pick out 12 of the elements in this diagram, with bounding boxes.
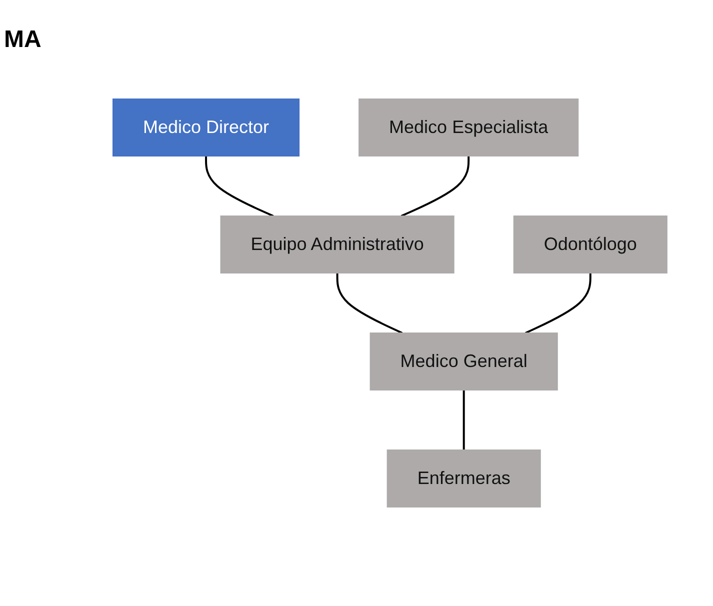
connector: [336, 273, 402, 334]
node-box: Medico General: [369, 332, 558, 390]
connector: [462, 390, 464, 450]
node-box: Medico Director: [112, 98, 300, 156]
diagram-title: MA: [4, 26, 42, 54]
node-box: Odontólogo: [512, 216, 667, 274]
node-box: Medico Especialista: [358, 98, 578, 156]
connector: [400, 156, 470, 217]
node-box: Enfermeras: [386, 450, 540, 508]
node-box: Equipo Administrativo: [220, 216, 454, 274]
connector: [204, 156, 274, 217]
connector: [524, 273, 591, 334]
